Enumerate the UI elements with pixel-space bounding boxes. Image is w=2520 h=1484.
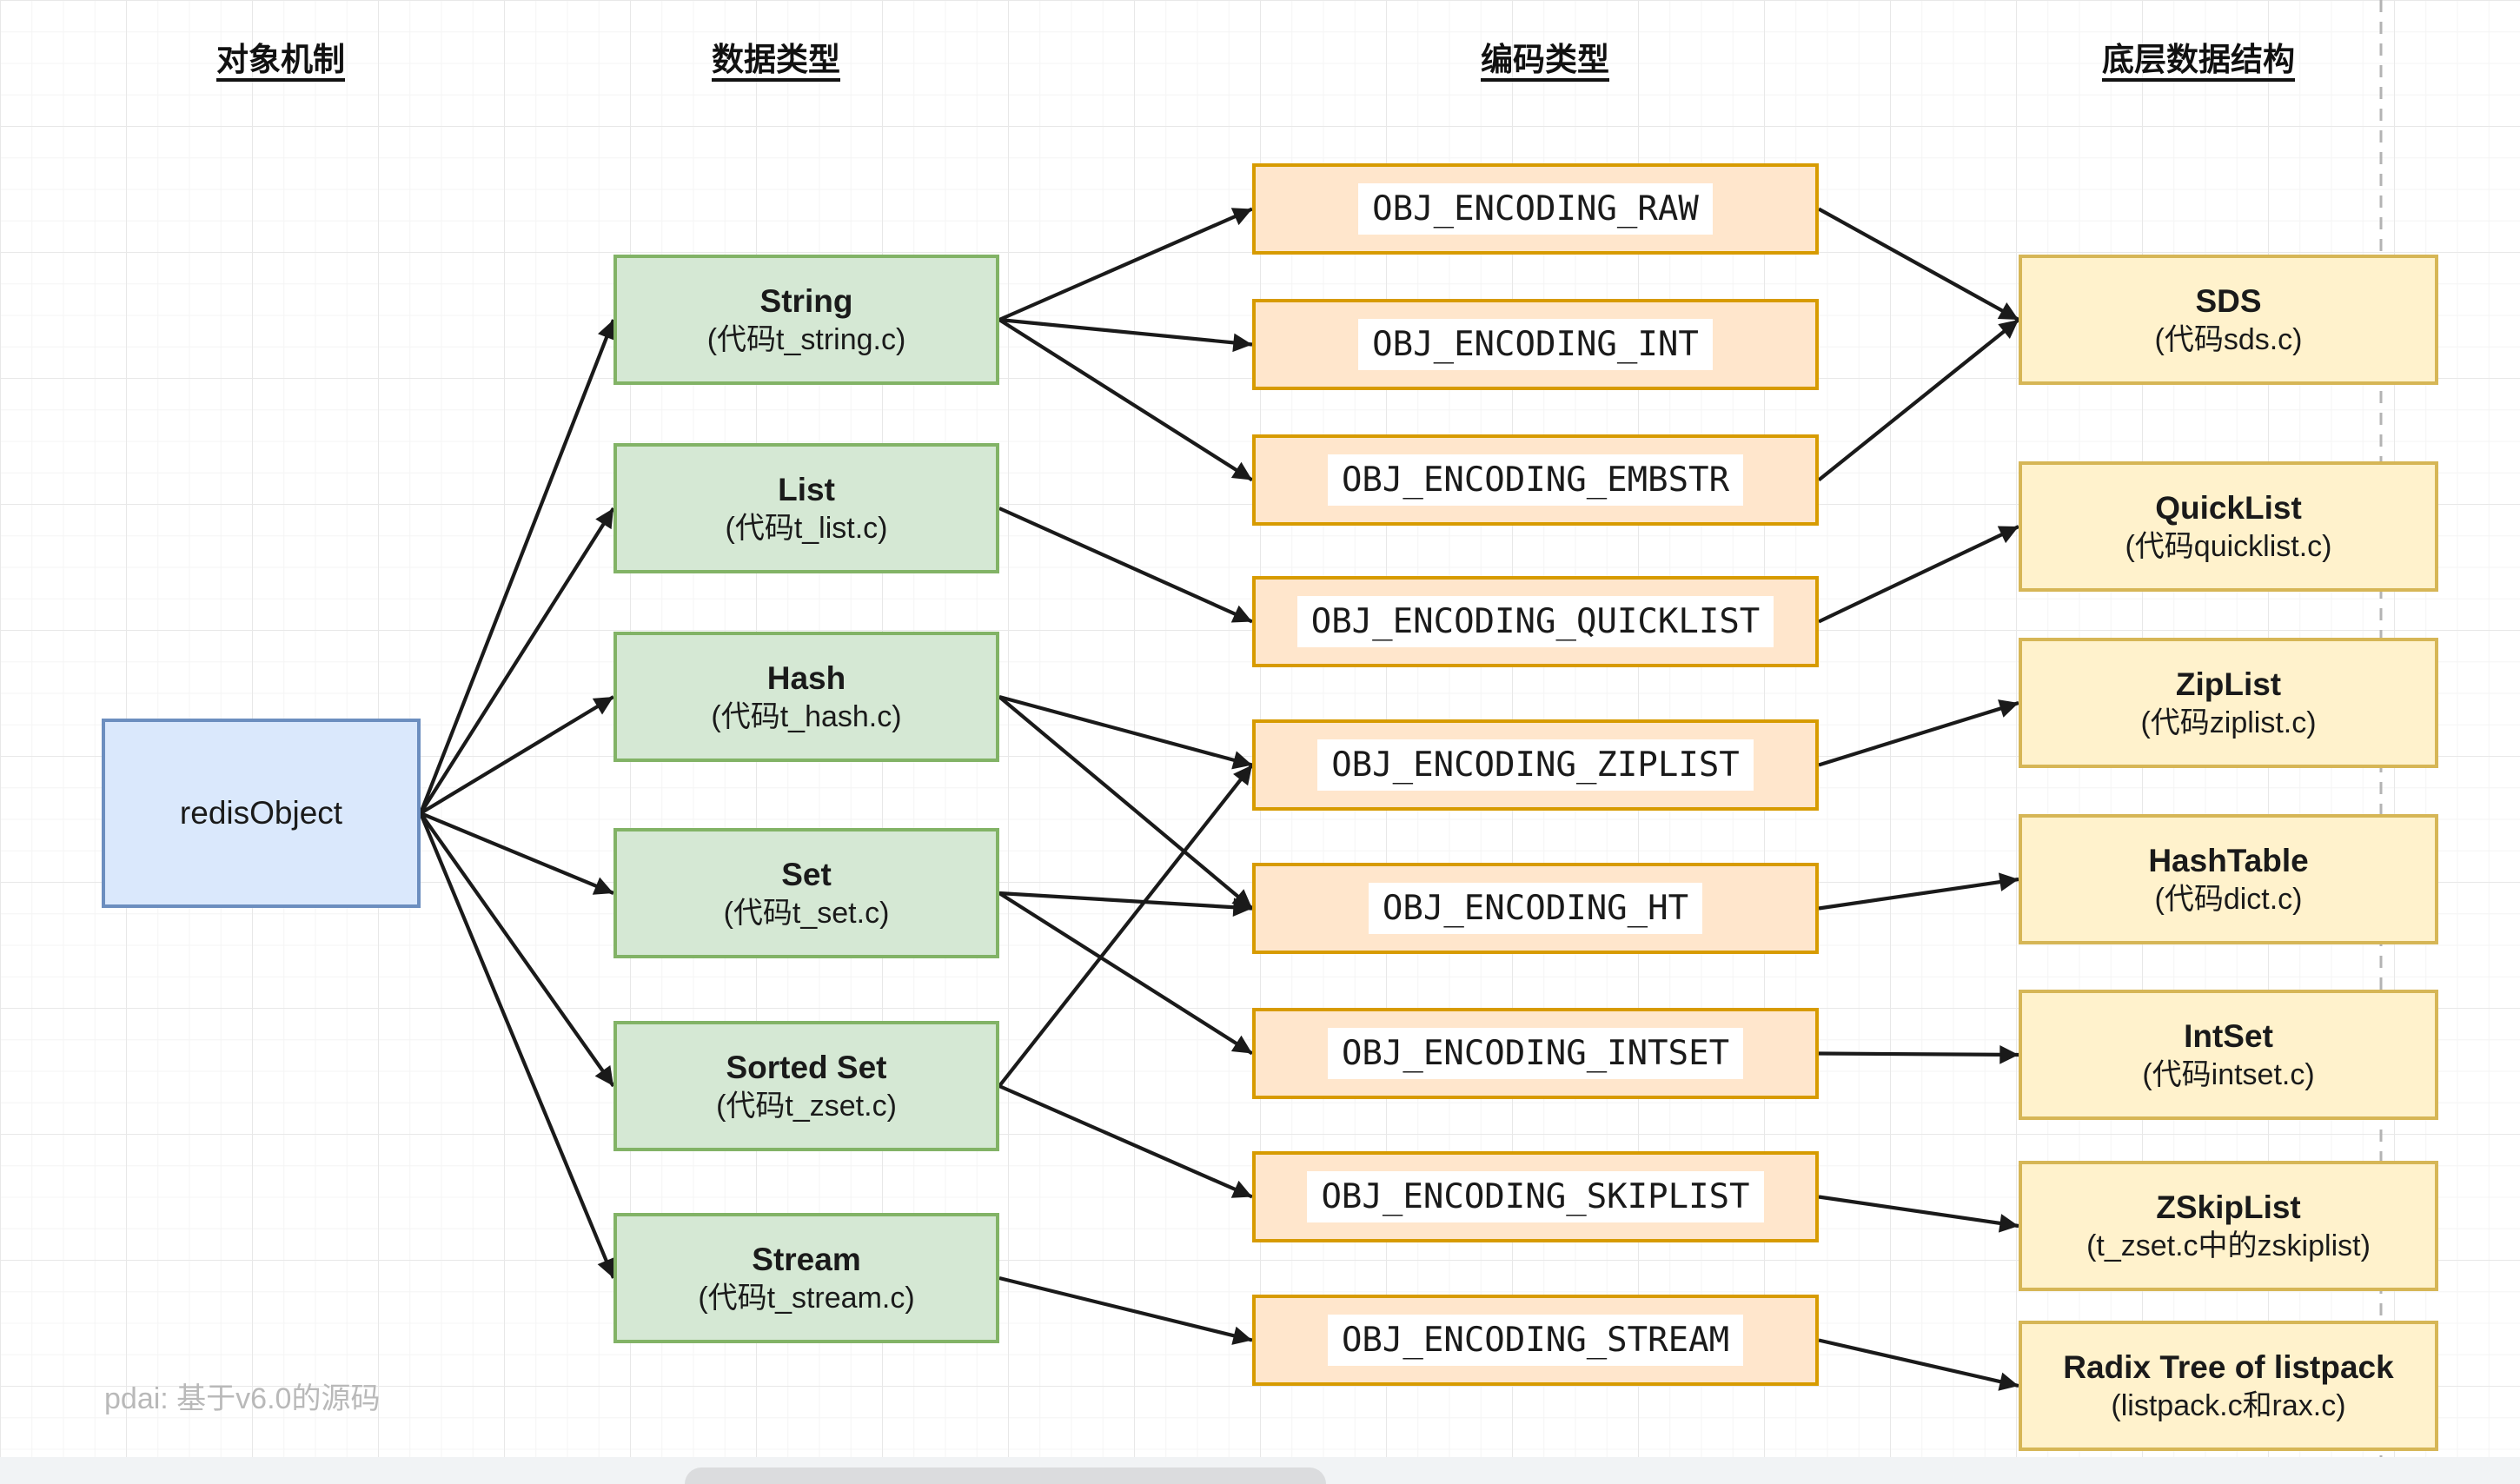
edge-zset-to-enc_ziplist (998, 764, 1254, 1088)
node-enc_intset: OBJ_ENCODING_INTSET (1252, 1008, 1819, 1099)
node-subtitle-quicklist: (代码quicklist.c) (2125, 529, 2332, 563)
node-subtitle-hashtable: (代码dict.c) (2154, 882, 2303, 916)
horizontal-scrollbar-handle[interactable] (685, 1467, 1326, 1484)
node-title-intset: IntSet (2184, 1017, 2273, 1054)
node-enc_raw: OBJ_ENCODING_RAW (1252, 163, 1819, 255)
node-hash: Hash(代码t_hash.c) (613, 632, 999, 762)
edge-redisObject-to-list (419, 507, 615, 815)
node-title-sds: SDS (2195, 282, 2262, 319)
node-subtitle-string: (代码t_string.c) (706, 322, 906, 356)
node-title-ziplist: ZipList (2175, 666, 2282, 702)
node-subtitle-zset: (代码t_zset.c) (716, 1089, 897, 1123)
node-enc_ht: OBJ_ENCODING_HT (1252, 863, 1819, 954)
node-radix: Radix Tree of listpack(listpack.c和rax.c) (2019, 1321, 2438, 1451)
node-subtitle-ziplist: (代码ziplist.c) (2140, 706, 2317, 739)
node-redisObject: redisObject (102, 719, 421, 908)
column-header-data-type: 数据类型 (712, 42, 840, 77)
edge-enc_embstr-to-sds (1817, 318, 2020, 482)
node-subtitle-list: (代码t_list.c) (725, 511, 888, 545)
edge-enc_intset-to-intset (1818, 1045, 2019, 1064)
node-title-string: String (759, 282, 853, 319)
node-title-zset: Sorted Set (726, 1049, 887, 1085)
edge-redisObject-to-string (419, 319, 616, 814)
column-header-underlying-structure: 底层数据结构 (2102, 42, 2295, 77)
node-subtitle-hash: (代码t_hash.c) (711, 699, 902, 733)
node-title-quicklist: QuickList (2155, 489, 2302, 526)
edge-enc_stream-to-radix (1818, 1338, 2019, 1391)
node-title-set: Set (781, 856, 832, 892)
edge-string-to-enc_raw (998, 207, 1253, 321)
node-subtitle-sds: (代码sds.c) (2154, 322, 2303, 356)
node-enc_skiplist: OBJ_ENCODING_SKIPLIST (1252, 1151, 1819, 1242)
node-label-enc_ziplist: OBJ_ENCODING_ZIPLIST (1317, 739, 1754, 792)
edge-redisObject-to-zset (419, 812, 615, 1088)
node-enc_int: OBJ_ENCODING_INT (1252, 299, 1819, 390)
node-ziplist: ZipList (代码ziplist.c) (2019, 638, 2438, 768)
node-label-enc_intset: OBJ_ENCODING_INTSET (1327, 1027, 1744, 1080)
node-title-stream: Stream (752, 1241, 861, 1277)
node-label-enc_int: OBJ_ENCODING_INT (1358, 318, 1713, 371)
node-enc_stream: OBJ_ENCODING_STREAM (1252, 1295, 1819, 1386)
node-subtitle-set: (代码t_set.c) (723, 896, 890, 930)
edge-redisObject-to-hash (419, 695, 615, 815)
node-title-hashtable: HashTable (2148, 842, 2309, 878)
node-enc_quicklist: OBJ_ENCODING_QUICKLIST (1252, 576, 1819, 667)
column-header-object-mechanism: 对象机制 (216, 42, 345, 77)
edge-enc_ziplist-to-ziplist (1818, 699, 2019, 767)
node-zskiplist: ZSkipList (t_zset.c中的zskiplist) (2019, 1161, 2438, 1291)
node-label-enc_ht: OBJ_ENCODING_HT (1368, 882, 1703, 935)
edge-set-to-enc_ht (998, 891, 1253, 918)
node-label-enc_quicklist: OBJ_ENCODING_QUICKLIST (1296, 595, 1774, 648)
node-subtitle-intset: (代码intset.c) (2142, 1057, 2315, 1091)
node-title-radix: Radix Tree of listpack (2063, 1348, 2394, 1385)
node-quicklist: QuickList(代码quicklist.c) (2019, 461, 2438, 592)
edge-string-to-enc_embstr (998, 318, 1254, 482)
node-stream: Stream (代码t_stream.c) (613, 1213, 999, 1343)
edge-enc_skiplist-to-zskiplist (1818, 1195, 2019, 1233)
node-sds: SDS(代码sds.c) (2019, 255, 2438, 385)
node-label-enc_stream: OBJ_ENCODING_STREAM (1327, 1314, 1744, 1367)
column-header-encoding-type: 编码类型 (1481, 42, 1609, 77)
watermark-text: pdai: 基于v6.0的源码 (104, 1382, 381, 1415)
node-title-hash: Hash (766, 659, 846, 696)
node-label-enc_embstr: OBJ_ENCODING_EMBSTR (1327, 454, 1744, 507)
edge-string-to-enc_int (998, 317, 1253, 353)
edge-hash-to-enc_ht (998, 695, 1254, 911)
edge-redisObject-to-set (420, 812, 614, 895)
edge-zset-to-enc_skiplist (998, 1084, 1253, 1199)
node-subtitle-stream: (代码t_stream.c) (698, 1281, 915, 1315)
node-subtitle-radix: (listpack.c和rax.c) (2111, 1388, 2346, 1422)
edge-stream-to-enc_stream (998, 1275, 1253, 1345)
node-label-enc_skiplist: OBJ_ENCODING_SKIPLIST (1307, 1170, 1764, 1223)
node-title-redisObject: redisObject (179, 795, 343, 831)
edge-list-to-enc_quicklist (998, 507, 1253, 624)
node-hashtable: HashTable (代码dict.c) (2019, 814, 2438, 944)
node-intset: IntSet(代码intset.c) (2019, 990, 2438, 1120)
node-title-zskiplist: ZSkipList (2156, 1189, 2301, 1225)
node-label-enc_raw: OBJ_ENCODING_RAW (1358, 182, 1713, 235)
node-enc_embstr: OBJ_ENCODING_EMBSTR (1252, 434, 1819, 526)
node-title-list: List (778, 471, 835, 507)
node-subtitle-zskiplist: (t_zset.c中的zskiplist) (2086, 1229, 2371, 1262)
edge-enc_raw-to-sds (1817, 207, 2020, 321)
node-list: List (代码t_list.c) (613, 443, 999, 573)
edge-enc_quicklist-to-quicklist (1818, 525, 2019, 624)
edge-enc_ht-to-hashtable (1818, 872, 2019, 911)
node-zset: Sorted Set (代码t_zset.c) (613, 1021, 999, 1151)
node-string: String(代码t_string.c) (613, 255, 999, 385)
edge-set-to-enc_intset (998, 891, 1254, 1056)
node-set: Set (代码t_set.c) (613, 828, 999, 958)
edge-hash-to-enc_ziplist (998, 694, 1253, 770)
node-enc_ziplist: OBJ_ENCODING_ZIPLIST (1252, 719, 1819, 811)
edge-redisObject-to-stream (419, 812, 615, 1279)
